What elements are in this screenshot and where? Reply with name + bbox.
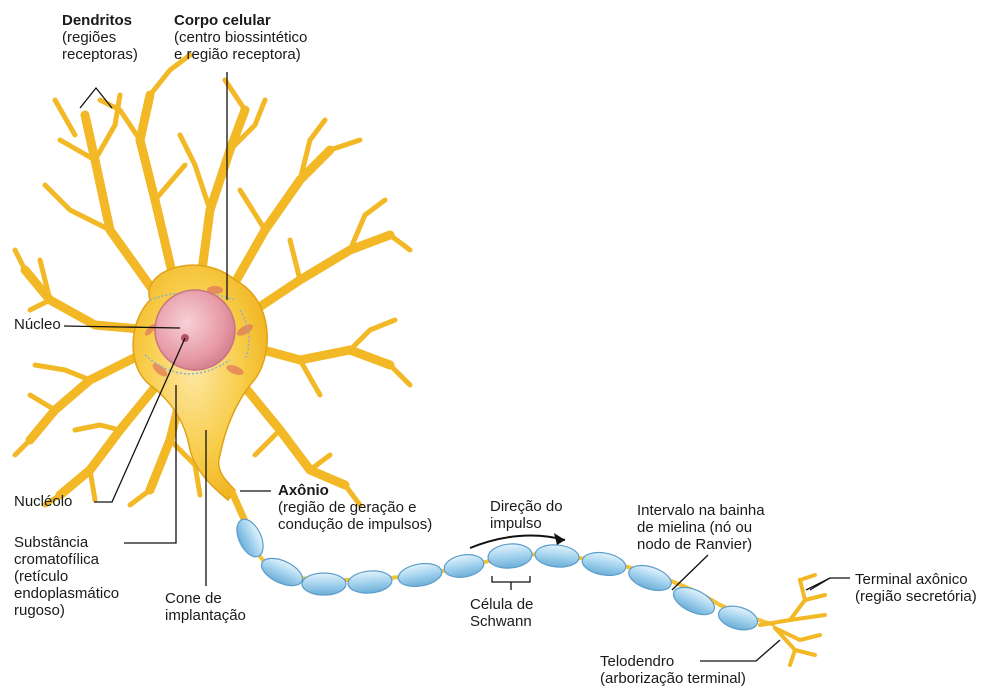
schwann-cell	[487, 542, 533, 570]
telodendria	[760, 575, 825, 665]
label-dendritos: Dendritos (regiões receptoras)	[62, 12, 138, 63]
label-nucleo: Núcleo	[14, 316, 61, 333]
label-nucleolo: Nucléolo	[14, 493, 72, 510]
schwann-cell	[232, 515, 269, 561]
schwann-cell	[534, 543, 580, 569]
label-axonio: Axônio (região de geração e condução de …	[278, 482, 432, 533]
label-terminal-axonico: Terminal axônico (região secretória)	[855, 571, 977, 605]
schwann-cell	[257, 553, 306, 592]
label-corpo-celular: Corpo celular (centro biossintético e re…	[174, 12, 307, 63]
schwann-cell	[580, 549, 627, 578]
label-celula-schwann: Célula de Schwann	[470, 596, 533, 630]
schwann-cell	[396, 560, 443, 589]
nucleus	[155, 290, 235, 370]
label-telodendro: Telodendro (arborização terminal)	[600, 653, 746, 687]
schwann-cell	[442, 552, 485, 581]
schwann-cell	[302, 573, 346, 595]
schwann-cell	[626, 561, 675, 596]
label-intervalo-ranvier: Intervalo na bainha de mielina (nó ou no…	[637, 502, 765, 553]
label-substancia-cromatofilica: Substância cromatofílica (retículo endop…	[14, 534, 119, 619]
schwann-cell	[347, 569, 393, 595]
label-direcao-impulso: Direção do impulso	[490, 498, 563, 532]
label-cone-implantacao: Cone de implantação	[165, 590, 246, 624]
schwann-cell	[669, 582, 718, 621]
